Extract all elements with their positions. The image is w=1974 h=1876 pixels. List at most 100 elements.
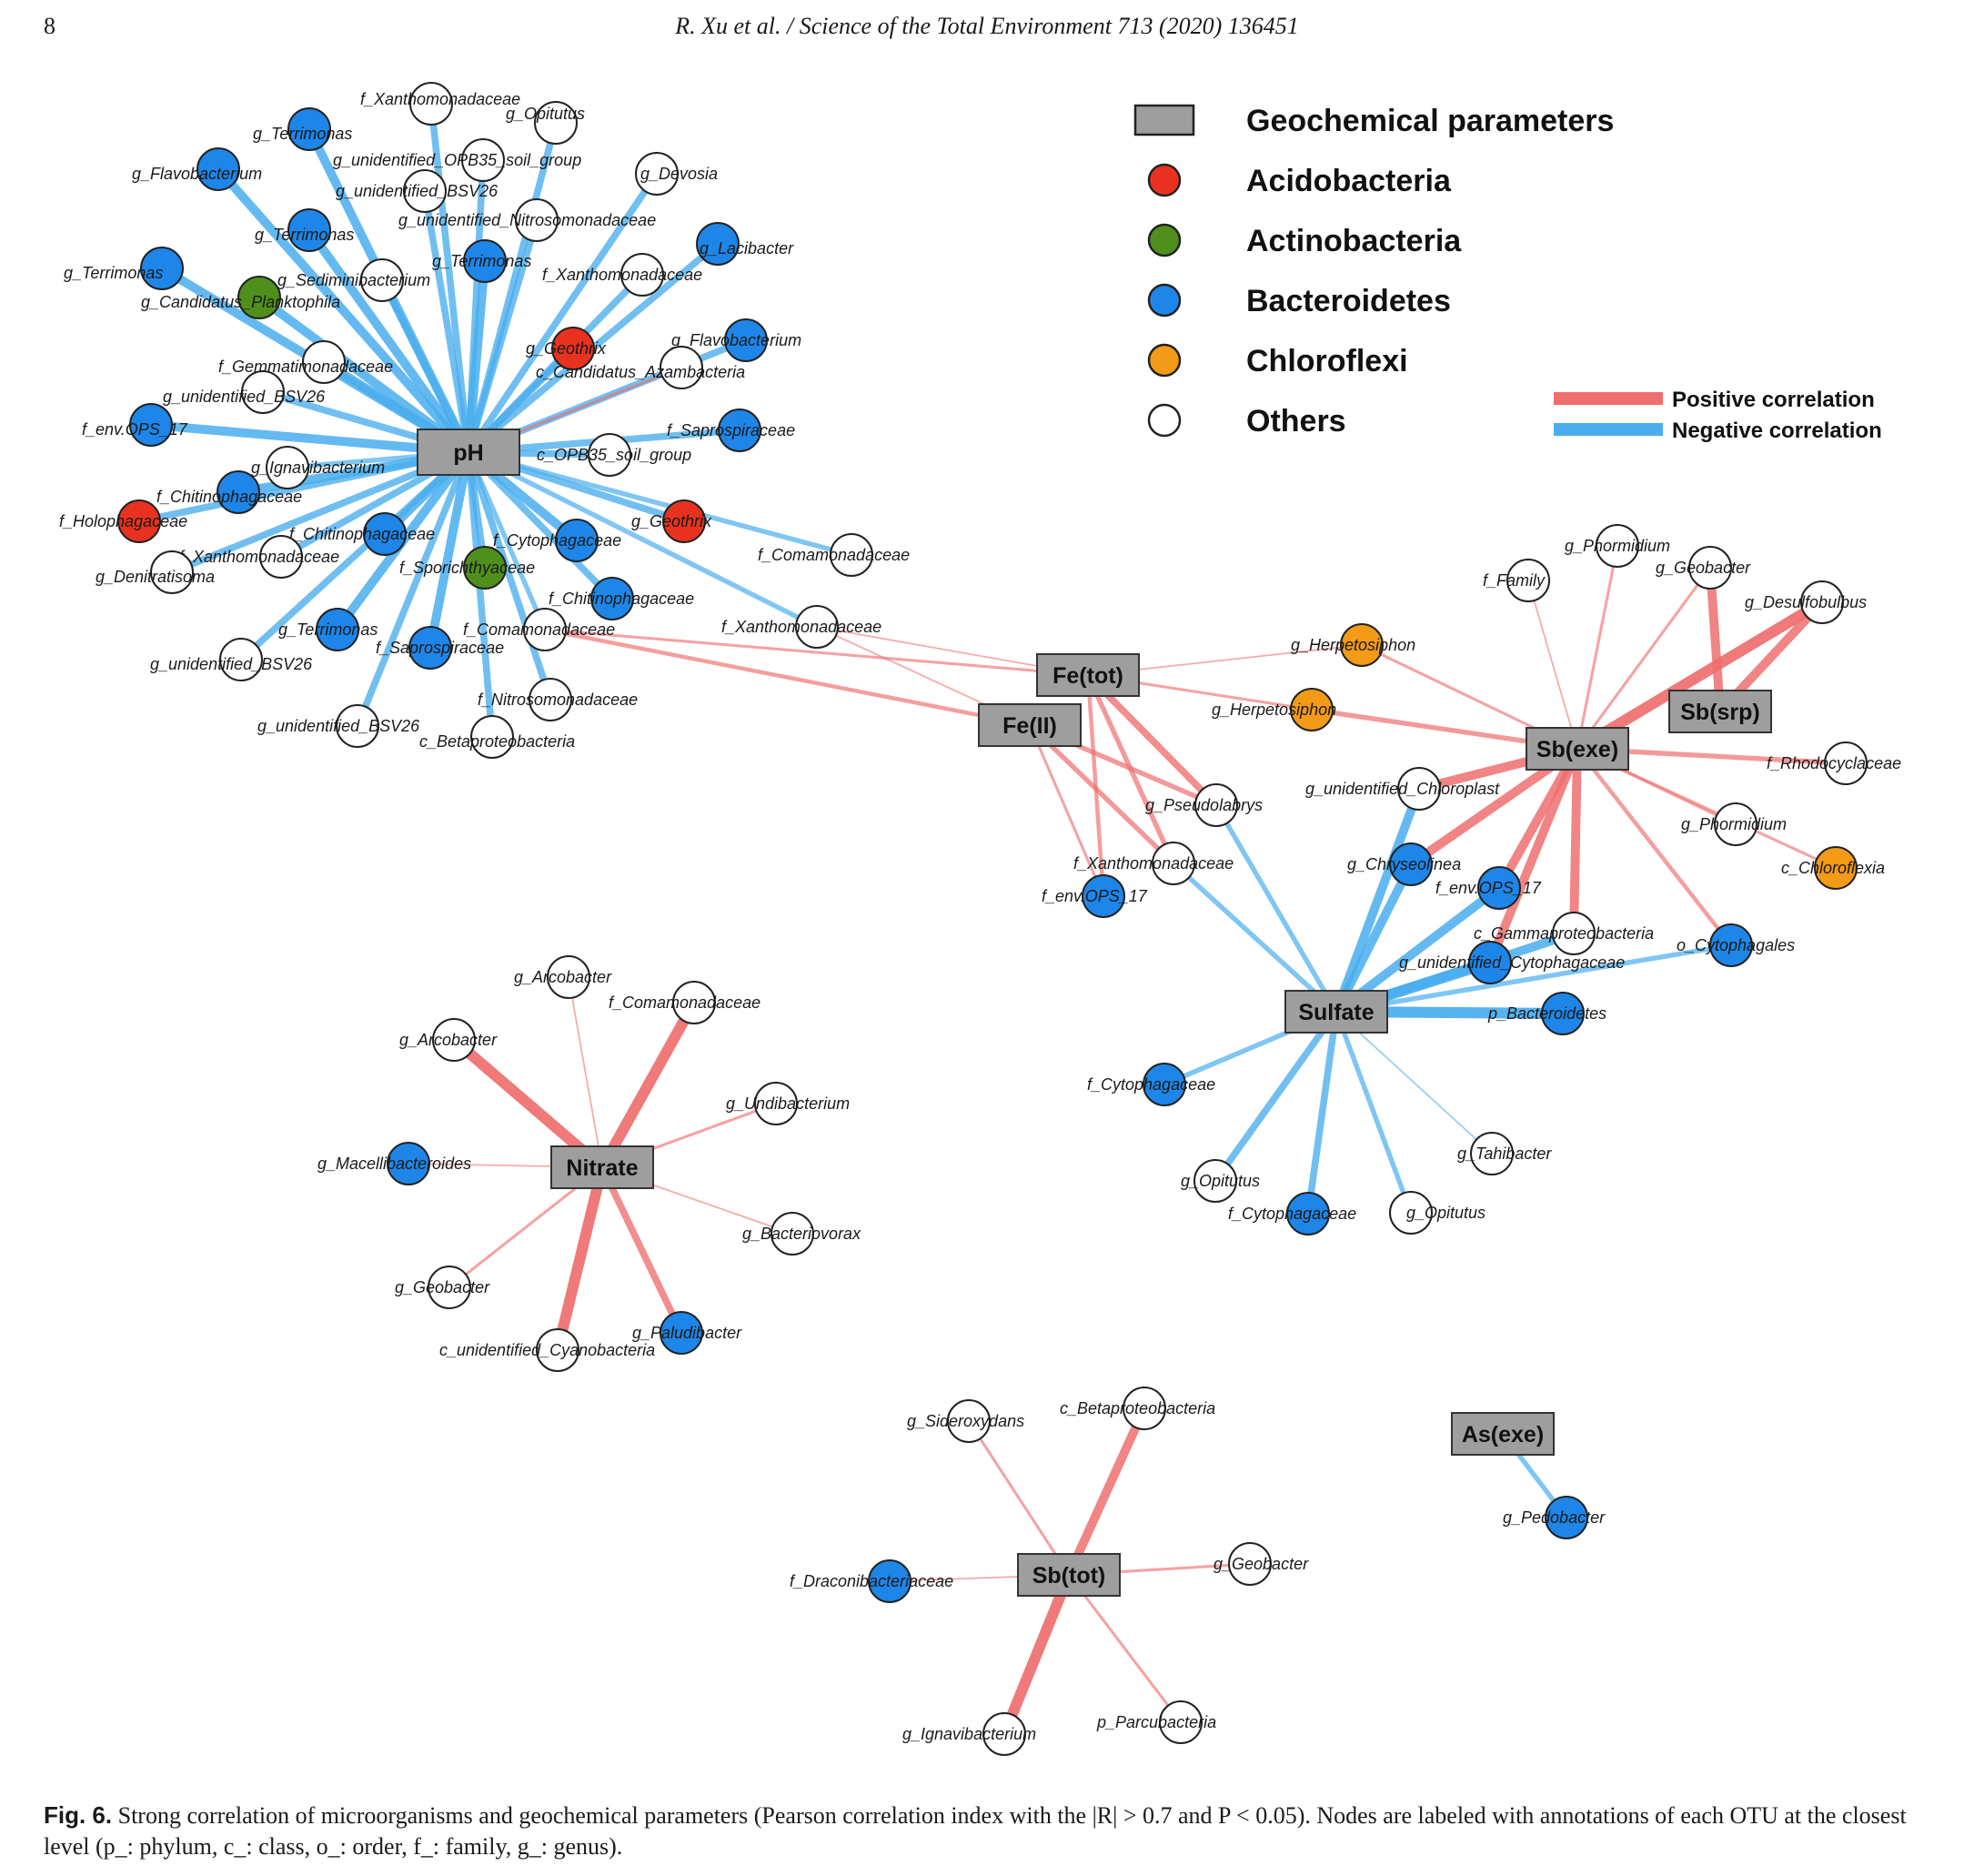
- otu-circle: [551, 327, 595, 370]
- otu-circle: [196, 147, 240, 191]
- otu-node-ph28: f_Chitinophagaceae: [289, 512, 435, 556]
- edge-Sulfate-su4: [1212, 1008, 1340, 1185]
- otu-node-ni5: g_Macellibacteroides: [317, 1142, 471, 1185]
- otu-label: g_Tahibacter: [1457, 1145, 1552, 1163]
- edge-Sulfate-su5: [1304, 1008, 1340, 1217]
- edge-pH-ph39: [426, 448, 473, 652]
- otu-label: f_Comamonadaceae: [463, 620, 615, 639]
- otu-node-ni3: g_Arcobacter: [399, 1018, 498, 1062]
- otu-node-ph27: g_Geothrix: [631, 499, 712, 543]
- otu-node-ph33: f_Chitinophagaceae: [549, 577, 694, 620]
- otu-label: g_Herpetosiphon: [1212, 701, 1336, 719]
- otu-circle: [795, 605, 839, 649]
- legend-correlation-label: Negative correlation: [1672, 419, 1882, 443]
- otu-label: g_Geobacter: [1214, 1555, 1309, 1573]
- otu-node-st1: g_Sideroxydans: [907, 1399, 1024, 1443]
- otu-node-ph39: f_Saprospiraceae: [376, 626, 504, 670]
- legend-label: Chloroflexi: [1246, 344, 1408, 378]
- otu-node-ph26: f_Holophagaceae: [59, 499, 187, 543]
- otu-node-ph20: g_unidentified_BSV26: [163, 370, 326, 414]
- otu-circle: [463, 239, 507, 283]
- otu-node-sb7: c_Chloroflexia: [1781, 846, 1885, 890]
- otu-node-ph22: f_Saprospiraceae: [667, 408, 795, 452]
- legend-symbol: [1147, 223, 1182, 257]
- otu-label: c_Chloroflexia: [1781, 859, 1885, 877]
- otu-label: c_Gammaproteobacteria: [1474, 924, 1654, 943]
- otu-label: f_Draconibacteriaceae: [790, 1572, 953, 1590]
- otu-circle: [1714, 802, 1757, 846]
- otu-circle: [363, 512, 407, 556]
- otu-label: f_Holophagaceae: [59, 512, 187, 530]
- otu-circle: [360, 258, 404, 302]
- edge-Sulfate-fe2: [1171, 861, 1339, 1014]
- otu-circle: [432, 1018, 476, 1062]
- otu-circle: [1290, 688, 1334, 731]
- otu-label: f_Nitrosomonadaceae: [478, 691, 638, 709]
- running-header: R. Xu et al. / Science of the Total Envi…: [675, 13, 1299, 39]
- otu-label: g_Denitratisoma: [96, 568, 215, 586]
- edge-pH-ph26: [136, 449, 472, 525]
- otu-circle: [1814, 846, 1858, 890]
- edge-pH-ph33: [465, 449, 616, 602]
- otu-label: g_unidentified_BSV26: [163, 388, 326, 406]
- parameter-label: Fe(II): [1002, 713, 1057, 739]
- caption-text: Strong correlation of microorganisms and…: [44, 1802, 1907, 1860]
- otu-label: g_Arcobacter: [399, 1031, 498, 1049]
- parameter-box: [550, 1145, 654, 1189]
- otu-circle: [1228, 1542, 1272, 1586]
- otu-node-ph36: f_Comamonadaceae: [463, 608, 615, 651]
- correlation-network-svg: f_Xanthomonadaceaeg_Opitutusg_Terrimonas…: [59, 82, 1901, 1756]
- otu-label: g_unidentified_Nitrosomonadaceae: [398, 211, 656, 229]
- otu-circle: [409, 82, 453, 126]
- otu-node-ph30: f_Cytophagaceae: [493, 519, 621, 562]
- otu-circle: [635, 152, 679, 196]
- edge-pH-ph21: [146, 420, 473, 457]
- edge-pH-ph34: [466, 449, 854, 558]
- parameter-node-FeTot: Fe(tot): [1036, 653, 1140, 697]
- otu-label: g_Ignavibacterium: [251, 459, 385, 477]
- edge-Sulfate-su3: [1335, 1011, 1493, 1155]
- otu-node-su1: p_Bacteroidetes: [1487, 992, 1606, 1035]
- otu-circle: [982, 1712, 1026, 1756]
- parameter-label: Sb(srp): [1680, 700, 1760, 725]
- otu-label: g_unidentified_OPB35_soil_group: [333, 151, 581, 169]
- parameter-node-SbTot: Sb(tot): [1017, 1553, 1121, 1597]
- parameter-node-Sulfate: Sulfate: [1284, 990, 1388, 1034]
- otu-circle: [536, 1328, 579, 1372]
- otu-circle: [287, 208, 331, 252]
- otu-node-ph21: f_env.OPS_17: [82, 403, 188, 447]
- otu-circle: [523, 608, 567, 651]
- edge-Nitrate-ni1: [568, 976, 603, 1168]
- edge-pH-ph13: [378, 277, 472, 456]
- otu-circle: [302, 340, 346, 384]
- otu-label: f_Saprospiraceae: [667, 421, 795, 439]
- edge-SbExe-sb11: [1569, 744, 1582, 938]
- otu-node-ph7: g_Devosia: [635, 152, 718, 196]
- otu-circle: [672, 981, 716, 1024]
- otu-node-su3: g_Tahibacter: [1457, 1132, 1552, 1175]
- legend-correlation-0: Positive correlation: [1554, 388, 1875, 412]
- otu-circle: [461, 138, 505, 182]
- otu-node-sb3: g_Geobacter: [1656, 546, 1751, 590]
- otu-circle: [1143, 1063, 1186, 1106]
- otu-label: f_Gemmatimonadaceae: [218, 358, 393, 376]
- legend-label: Others: [1246, 404, 1346, 439]
- otu-label: f_Chitinophagaceae: [549, 590, 694, 608]
- otu-circle: [547, 955, 590, 999]
- otu-node-ph4: g_unidentified_OPB35_soil_group: [333, 138, 581, 182]
- otu-node-su6: g_Opitutus: [1389, 1191, 1486, 1235]
- otu-circle: [754, 1082, 798, 1125]
- otu-node-ph35: g_Terrimonas: [278, 608, 378, 651]
- legend-item-chloroflexi: Chloroflexi: [1147, 343, 1408, 378]
- otu-node-ph12: g_Terrimonas: [64, 247, 184, 290]
- otu-circle: [1286, 1192, 1330, 1236]
- otu-node-ph38: g_unidentified_BSV26: [150, 638, 313, 681]
- otu-label: g_Macellibacteroides: [317, 1155, 471, 1173]
- otu-node-ph41: g_unidentified_BSV26: [257, 704, 420, 748]
- otu-label: g_Geobacter: [1656, 559, 1751, 577]
- edge-pH-ph38: [237, 449, 472, 663]
- otu-circle: [117, 499, 161, 543]
- legend-symbol: [1147, 283, 1182, 318]
- legend-item-acidobacteria: Acidobacteria: [1147, 163, 1452, 198]
